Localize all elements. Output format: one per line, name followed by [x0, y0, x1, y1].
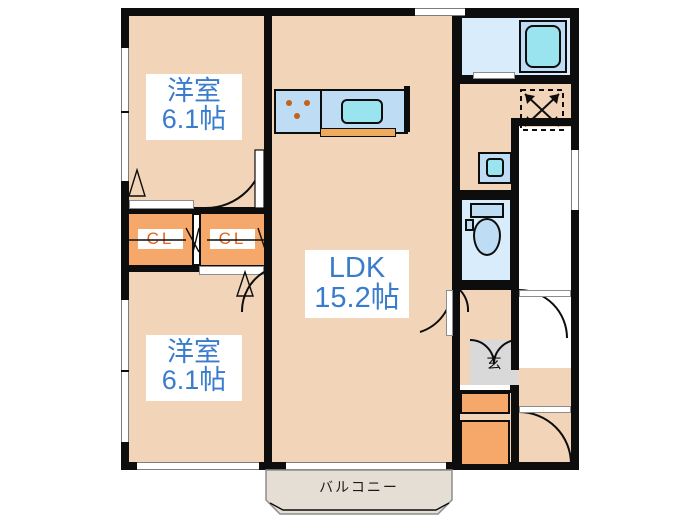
closet-left-label: CL: [138, 229, 183, 249]
bedroom-south-label: 洋室 6.1帖: [146, 335, 242, 401]
bathtub-inner: [525, 25, 561, 68]
window-bedroom-south-west: [121, 300, 129, 370]
closet-right-label: CL: [210, 229, 255, 249]
toilet-flush-handle: [465, 219, 474, 231]
ldk-label: LDK 15.2帖: [305, 250, 409, 318]
wall-closet-top: [121, 207, 272, 215]
vanity-basin: [486, 158, 504, 177]
kitchen-sink-basin: [341, 99, 383, 124]
ldk-size: 15.2帖: [314, 282, 400, 315]
closet-opening-top-left: [129, 200, 194, 209]
corridor-door-leaf[interactable]: [519, 290, 571, 297]
window-bedroom-north-west: [121, 48, 129, 111]
wall-hall-right: [511, 118, 519, 198]
wall-toilet-right: [511, 190, 519, 290]
bedroom-south-size: 6.1帖: [161, 365, 227, 396]
wall-toilet-bottom: [452, 282, 519, 290]
shoe-cabinet-upper[interactable]: [460, 392, 510, 414]
wall-entry-divider: [511, 290, 519, 370]
window-corridor-east: [571, 150, 579, 210]
wall-left-outer: [121, 8, 129, 470]
stove-burner-1: [286, 100, 292, 106]
bedroom-north-name: 洋室: [167, 76, 221, 106]
entry-door-leaf[interactable]: [519, 406, 571, 413]
window-bedroom-north-west-2: [121, 113, 129, 181]
ldk-name: LDK: [328, 252, 386, 284]
toilet-bowl: [473, 218, 501, 256]
ldk-entry-door-leaf[interactable]: [446, 290, 453, 336]
kitchen-counter-front: [320, 128, 396, 137]
bedroom-south-name: 洋室: [167, 337, 221, 367]
wall-top-left: [121, 8, 272, 16]
wall-bath-left: [452, 8, 460, 84]
window-ldk-north: [415, 8, 465, 16]
window-bedroom-south-balcony: [137, 462, 259, 470]
window-bedroom-south-west-2: [121, 372, 129, 442]
bath-door[interactable]: [473, 72, 515, 79]
vanity-sink[interactable]: [478, 152, 512, 184]
wall-closet-bottom: [121, 264, 272, 272]
balcony-label: バルコニー: [319, 479, 399, 495]
wall-shoe-right: [511, 385, 519, 470]
shoe-cabinet-lower[interactable]: [460, 420, 510, 466]
wall-bath-bottom: [452, 76, 579, 84]
stove-burner-2: [304, 100, 310, 106]
stove-burner-3: [294, 113, 300, 119]
closet-opening-bottom-right: [199, 266, 264, 275]
bedroom-north-label: 洋室 6.1帖: [146, 74, 242, 140]
kitchen-wall-stub: [404, 86, 410, 132]
hallway-opening: [460, 385, 510, 390]
bedroom-north-size: 6.1帖: [161, 104, 227, 135]
wall-hall-step: [511, 118, 579, 126]
toilet-tank: [470, 203, 504, 218]
wall-toilet-top: [452, 190, 519, 198]
wall-ldk-corridor: [452, 8, 460, 470]
wall-bedroom-ldk: [264, 8, 272, 470]
wall-right-outer: [571, 8, 579, 470]
